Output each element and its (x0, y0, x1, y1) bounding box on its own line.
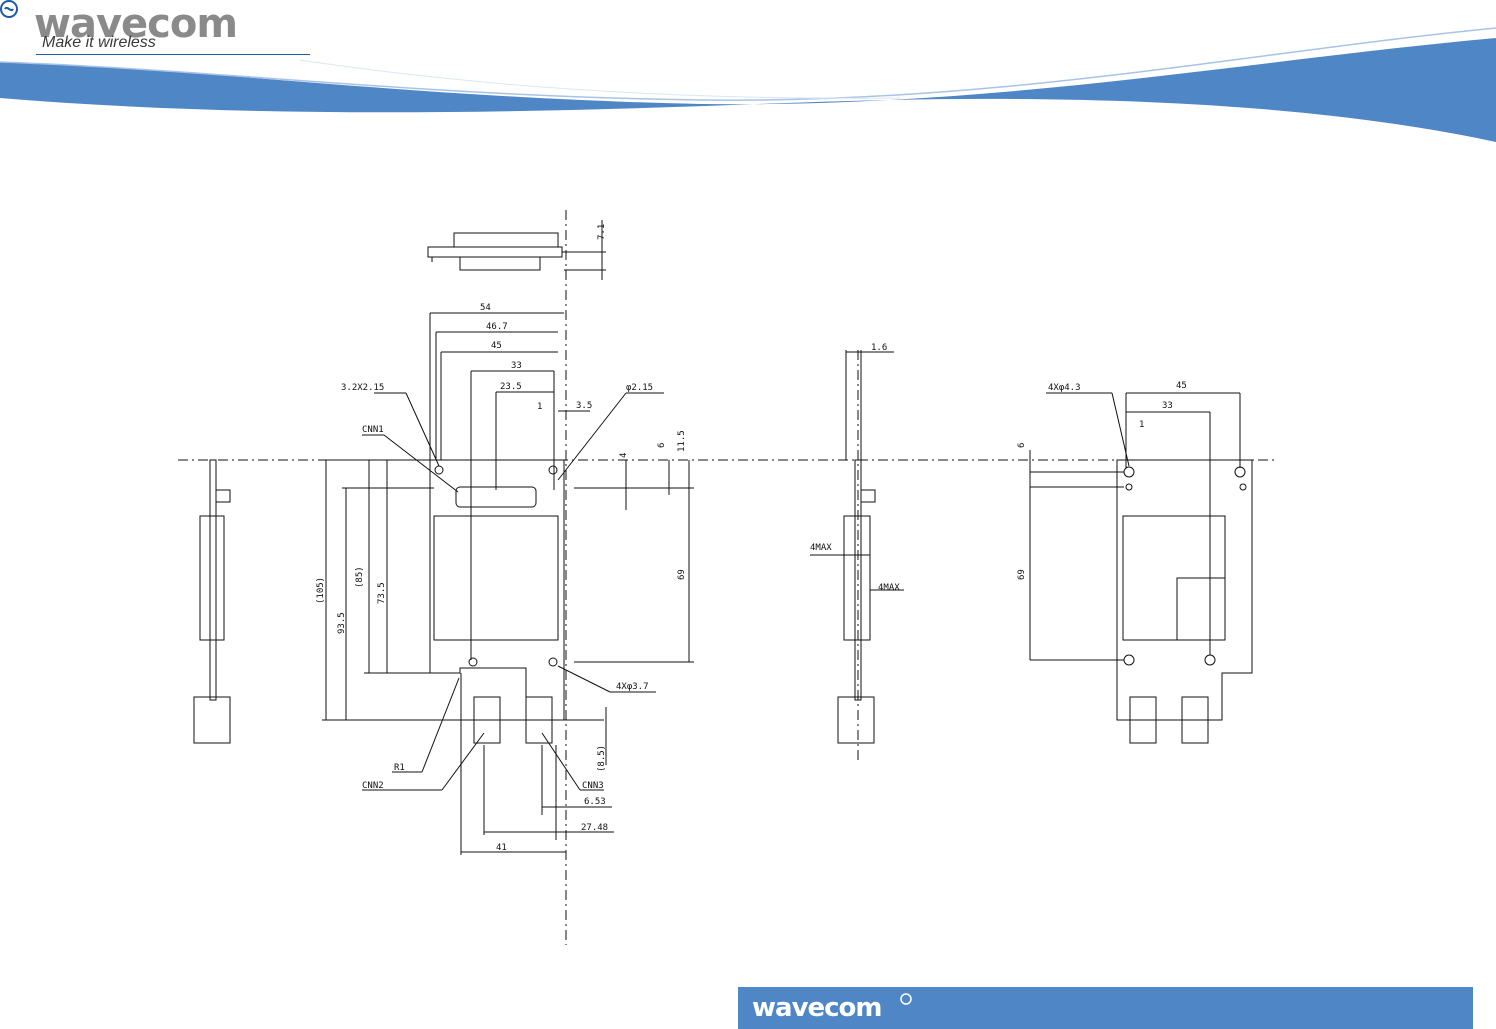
tagline-rule (36, 54, 310, 55)
dim-105: (105) (316, 577, 326, 604)
page-header: wavecom Make it wireless (0, 0, 1496, 150)
top-view-labels: 7.1 (597, 224, 607, 240)
back-dim-69: 69 (1017, 569, 1027, 580)
dim-33: 33 (511, 361, 522, 371)
back-dim-6: 6 (1017, 443, 1027, 448)
dim-4: 4 (619, 453, 629, 458)
callout-holes-3-7: 4Xφ3.7 (616, 682, 649, 692)
dim-11-5: 11.5 (677, 430, 687, 452)
front-view-labels: 54 46.7 45 33 23.5 1 3.5 6 11.5 4 69 (10… (316, 303, 687, 853)
callout-cnn3: CNN3 (582, 781, 604, 791)
footer-swirl-icon (900, 993, 912, 1005)
callout-cnn1: CNN1 (362, 425, 384, 435)
dim-6: 6 (657, 443, 667, 448)
dim-54: 54 (480, 303, 491, 313)
dim-3-5: 3.5 (576, 401, 592, 411)
back-dim-1: 1 (1139, 420, 1144, 430)
back-view-labels: 45 33 1 6 69 4Xφ4.3 (1017, 381, 1187, 580)
drawing-svg: 7.1 54 46.7 45 33 23.5 1 3.5 6 11.5 4 69… (134, 190, 1366, 953)
back-dim-33: 33 (1162, 401, 1173, 411)
dim-85: (85) (355, 566, 365, 588)
dim-41: 41 (496, 843, 507, 853)
footer-wavecom-logo: wavecom (752, 993, 882, 1023)
dim-45: 45 (491, 341, 502, 351)
dim-69: 69 (677, 569, 687, 580)
dim-1-6: 1.6 (871, 343, 887, 353)
top-view (428, 220, 606, 280)
dim-4max-a: 4MAX (810, 543, 832, 553)
dim-93-5: 93.5 (337, 612, 347, 634)
dim-46-7: 46.7 (486, 322, 508, 332)
callout-r1: R1 (394, 763, 405, 773)
dim-1: 1 (537, 402, 542, 412)
left-side-view (194, 460, 230, 743)
dim-4max-b: 4MAX (878, 583, 900, 593)
dim-27-48: 27.48 (581, 823, 608, 833)
back-view (1030, 393, 1252, 743)
dim-8-5: (8.5) (597, 745, 607, 772)
callout-phi-2-15: φ2.15 (626, 383, 653, 393)
mechanical-drawing: 7.1 54 46.7 45 33 23.5 1 3.5 6 11.5 4 69… (134, 190, 1366, 953)
callout-cnn2: CNN2 (362, 781, 384, 791)
footer-bar: wavecom (738, 987, 1473, 1029)
callout-slot: 3.2X2.15 (341, 383, 384, 393)
back-dim-45: 45 (1176, 381, 1187, 391)
dim-6-53: 6.53 (584, 797, 606, 807)
dim-73-5: 73.5 (377, 582, 387, 604)
tagline: Make it wireless (42, 34, 156, 52)
dim-23-5: 23.5 (500, 382, 522, 392)
callout-holes-4-3: 4Xφ4.3 (1048, 383, 1081, 393)
dim-height: 7.1 (597, 224, 607, 240)
logo-swirl-icon (0, 0, 18, 18)
